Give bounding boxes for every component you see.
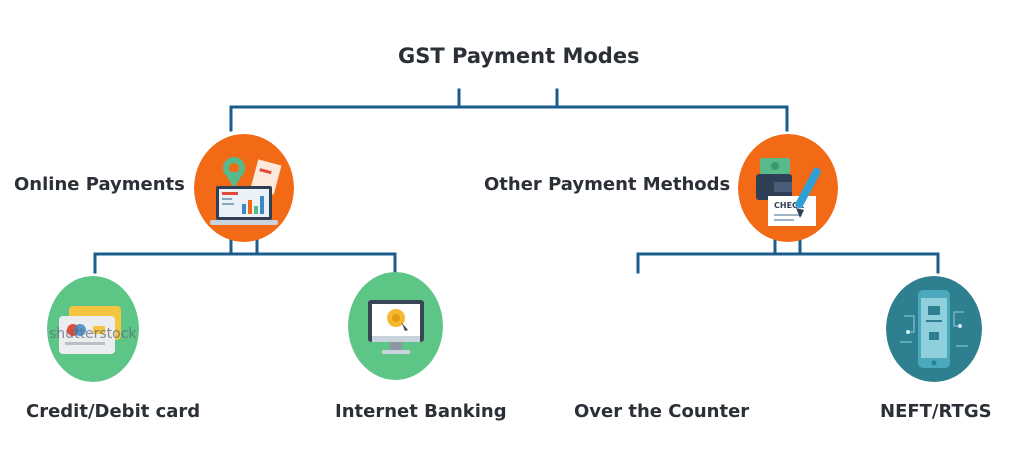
other-payment-methods-label: Other Payment Methods	[484, 174, 730, 195]
laptop-payment-icon	[194, 134, 294, 242]
watermark-text: shutterstock	[49, 326, 137, 342]
online-payments-label: Online Payments	[14, 174, 185, 195]
credit-debit-card-label: Credit/Debit card	[26, 401, 200, 422]
other-payment-methods-node: CHECK	[738, 134, 838, 242]
neft-rtgs-node	[886, 276, 982, 382]
credit-card-icon: shutterstock	[47, 276, 139, 382]
cheque-icon: CHECK	[738, 134, 838, 242]
internet-banking-label: Internet Banking	[335, 401, 507, 422]
neft-rtgs-label: NEFT/RTGS	[880, 401, 992, 422]
credit-debit-card-node: shutterstock	[47, 276, 139, 382]
over-the-counter-label: Over the Counter	[574, 401, 749, 422]
online-payments-node	[194, 134, 294, 242]
monitor-bank-icon	[348, 272, 443, 380]
mobile-transfer-icon	[886, 276, 982, 382]
diagram-title: GST Payment Modes	[398, 44, 640, 68]
internet-banking-node	[348, 272, 443, 380]
